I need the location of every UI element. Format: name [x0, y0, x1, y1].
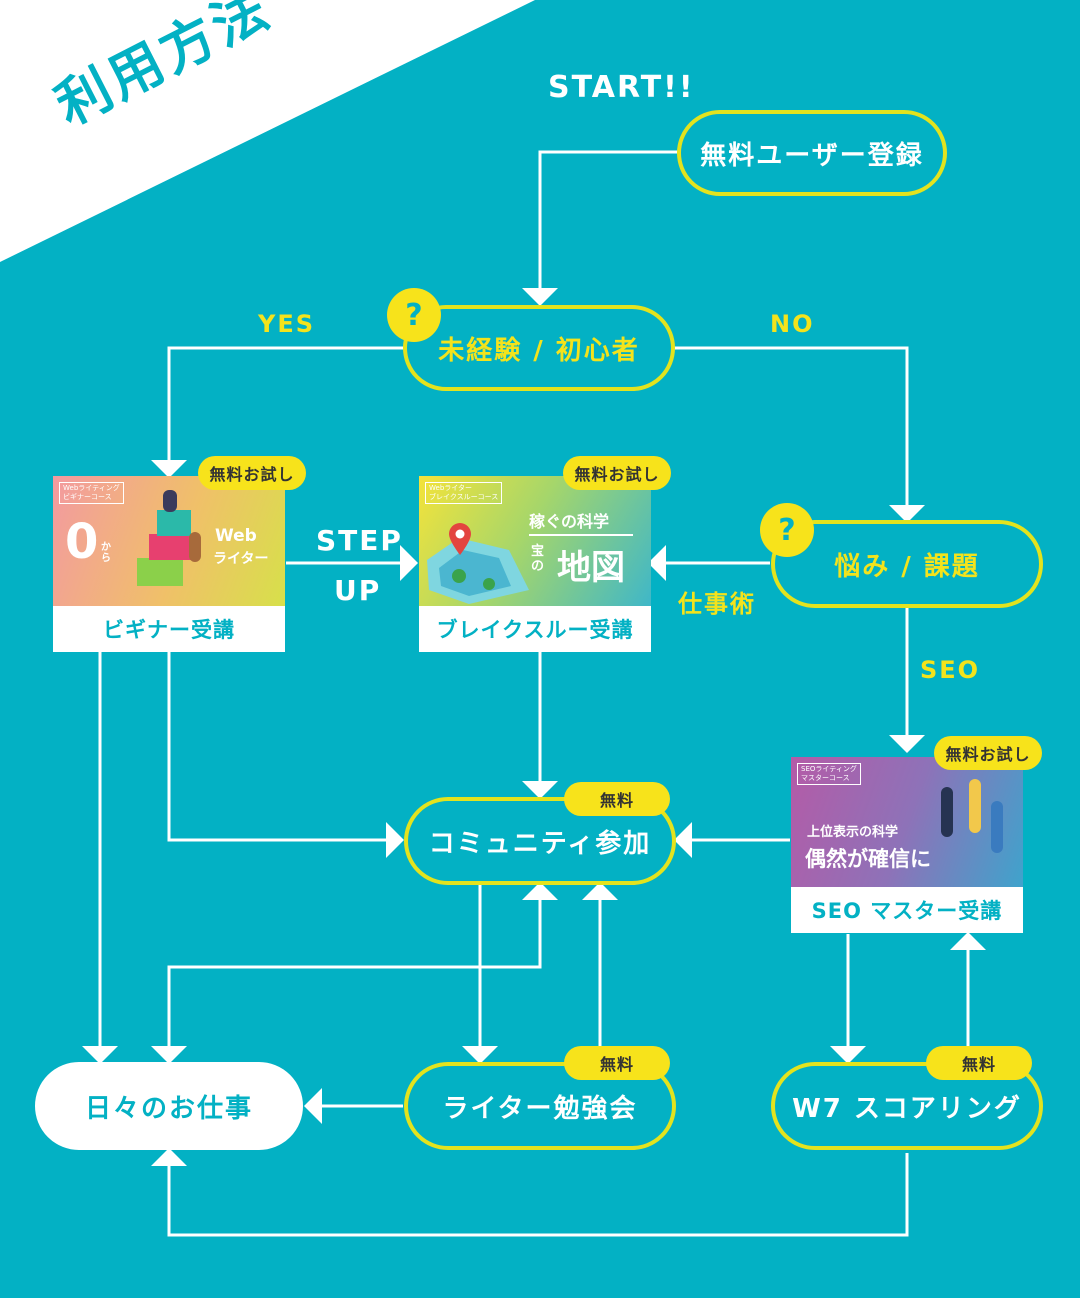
seo-label: SEO	[920, 656, 981, 684]
shigotojutsu-label: 仕事術	[678, 590, 756, 618]
course-tag: Webライティング ビギナーコース	[59, 482, 124, 504]
map-illustration	[427, 538, 529, 604]
seo-master-course-card[interactable]: SEOライティング マスターコース 上位表示の科学 偶然が確信に SEO マスタ…	[791, 757, 1023, 933]
course-headline: 上位表示の科学	[807, 825, 899, 840]
seo-master-course-caption: SEO マスター受講	[811, 899, 1003, 923]
breakthrough-course-card[interactable]: Webライター ブレイクスルーコース 稼ぐの科学 宝の 地図 ブレイクスルー受講	[419, 476, 651, 652]
seo-master-course-image: SEOライティング マスターコース 上位表示の科学 偶然が確信に	[791, 757, 1023, 887]
person-illustration	[163, 490, 177, 512]
map-pin-icon	[449, 523, 471, 555]
beginner-question-node[interactable]: 未経験 / 初心者	[403, 305, 675, 391]
worry-question-node[interactable]: 悩み / 課題	[771, 520, 1043, 608]
kara-text: から	[101, 542, 111, 564]
person-illustration	[991, 801, 1003, 853]
daily-work-node[interactable]: 日々のお仕事	[35, 1062, 303, 1150]
start-label: START!!	[548, 70, 695, 105]
writer-text: ライター	[213, 551, 269, 567]
beginner-course-image: Webライティング ビギナーコース 0 から Web ライター	[53, 476, 285, 606]
no-label: NO	[770, 310, 815, 338]
question-mark-icon: ?	[387, 288, 441, 342]
step-label: STEP	[316, 524, 403, 557]
headline-underline	[529, 534, 633, 536]
person-illustration	[969, 779, 981, 833]
breakthrough-course-caption: ブレイクスルー受講	[436, 618, 634, 642]
free-trial-badge: 無料お試し	[198, 456, 306, 490]
web-text: Web	[215, 526, 257, 546]
person-illustration	[189, 532, 201, 562]
course-sub: 偶然が確信に	[805, 847, 931, 871]
free-badge: 無料	[564, 1046, 670, 1080]
up-label: UP	[334, 574, 382, 607]
course-sub-small: 宝の	[531, 544, 545, 574]
beginner-course-card[interactable]: Webライティング ビギナーコース 0 から Web ライター ビギナー受講	[53, 476, 285, 652]
person-illustration	[941, 787, 953, 837]
course-tag: Webライター ブレイクスルーコース	[425, 482, 503, 504]
beginner-course-caption: ビギナー受講	[103, 618, 235, 642]
stairs-illustration	[137, 558, 183, 586]
study-node[interactable]: ライター勉強会	[404, 1062, 676, 1150]
question-mark-icon: ?	[760, 503, 814, 557]
course-headline: 稼ぐの科学	[529, 512, 610, 531]
course-tag: SEOライティング マスターコース	[797, 763, 861, 785]
yes-label: YES	[258, 310, 316, 338]
corner-triangle	[0, 0, 535, 262]
stairs-illustration	[157, 510, 191, 536]
breakthrough-course-image: Webライター ブレイクスルーコース 稼ぐの科学 宝の 地図	[419, 476, 651, 606]
free-badge: 無料	[564, 782, 670, 816]
course-sub-big: 地図	[557, 548, 625, 588]
free-trial-badge: 無料お試し	[563, 456, 671, 490]
free-badge: 無料	[926, 1046, 1032, 1080]
free-trial-badge: 無料お試し	[934, 736, 1042, 770]
zero-text: 0	[65, 514, 99, 570]
stairs-illustration	[149, 534, 191, 560]
register-node[interactable]: 無料ユーザー登録	[677, 110, 947, 196]
